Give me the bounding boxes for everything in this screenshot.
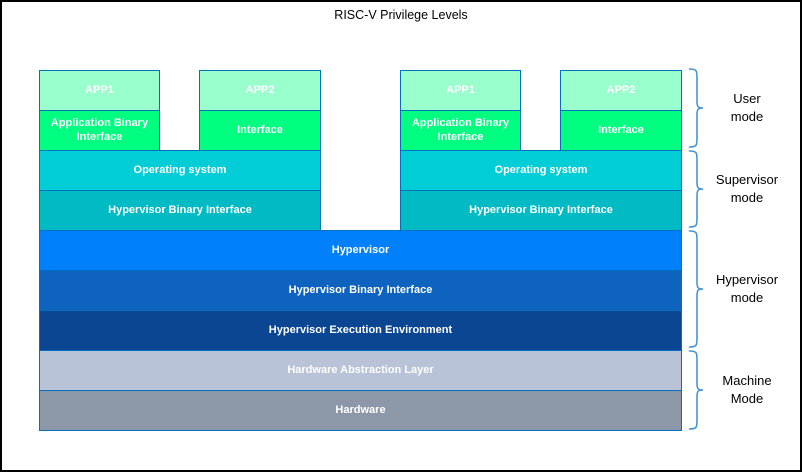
interface-box: Interface xyxy=(560,110,682,151)
application-binary-interface-box: Application Binary Interface xyxy=(400,110,521,151)
machine-mode-label: Machine Mode xyxy=(722,373,772,406)
machine-mode-brace xyxy=(688,350,704,430)
stack-group-left: APP1 APP2 Application Binary Interface I… xyxy=(39,70,321,231)
operating-system-box: Operating system xyxy=(400,150,682,191)
app2-box: APP2 xyxy=(199,70,321,111)
app2-box: APP2 xyxy=(560,70,682,111)
hypervisor-binary-interface-layer: Hypervisor Binary Interface xyxy=(39,270,682,311)
privilege-stack: APP1 APP2 Application Binary Interface I… xyxy=(39,70,682,431)
hypervisor-execution-environment-layer: Hypervisor Execution Environment xyxy=(39,310,682,351)
app1-box: APP1 xyxy=(400,70,521,111)
application-binary-interface-box: Application Binary Interface xyxy=(39,110,160,151)
stack-group-right: APP1 APP2 Application Binary Interface I… xyxy=(400,70,682,231)
hypervisor-layer: Hypervisor xyxy=(39,230,682,271)
hardware-layer: Hardware xyxy=(39,390,682,431)
hardware-abstraction-layer: Hardware Abstraction Layer xyxy=(39,350,682,391)
hypervisor-binary-interface-supervisor-box: Hypervisor Binary Interface xyxy=(39,190,321,231)
user-mode-brace xyxy=(688,68,704,148)
user-mode-label: User mode xyxy=(730,91,764,124)
app1-box: APP1 xyxy=(39,70,160,111)
hypervisor-mode-label: Hypervisor mode xyxy=(715,272,779,305)
supervisor-mode-brace xyxy=(688,150,704,228)
interface-box: Interface xyxy=(199,110,321,151)
hypervisor-binary-interface-supervisor-box: Hypervisor Binary Interface xyxy=(400,190,682,231)
supervisor-mode-label: Supervisor mode xyxy=(715,172,779,205)
operating-system-box: Operating system xyxy=(39,150,321,191)
diagram-title: RISC-V Privilege Levels xyxy=(334,8,468,22)
hypervisor-mode-brace xyxy=(688,230,704,348)
